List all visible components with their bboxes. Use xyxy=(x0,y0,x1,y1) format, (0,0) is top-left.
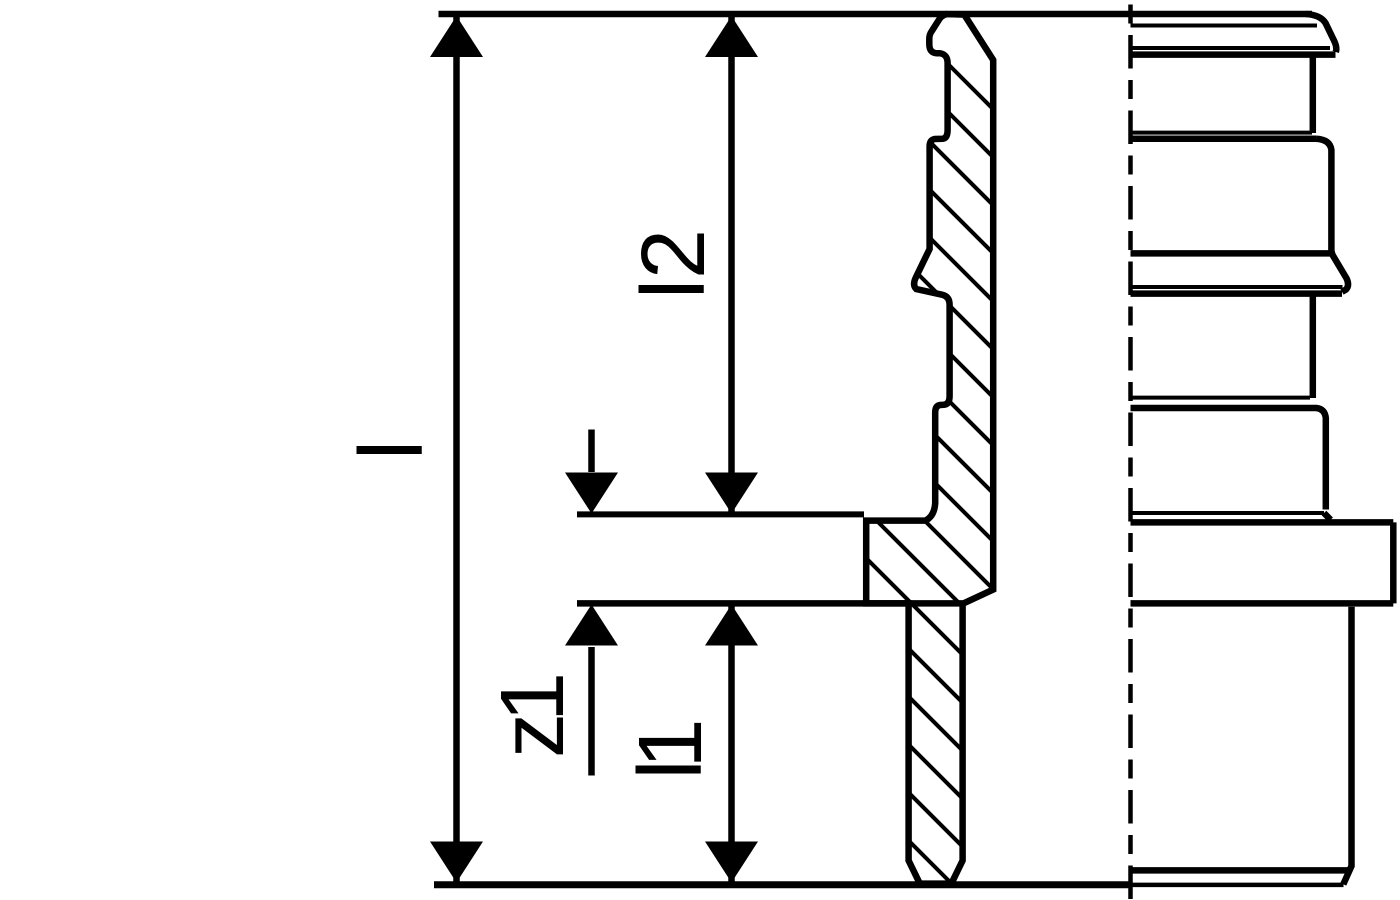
hatch-line xyxy=(866,684,994,848)
arrowhead-up-icon xyxy=(705,16,758,57)
arrowhead-up-icon xyxy=(705,604,758,646)
outside-view xyxy=(1130,10,1397,886)
section-outline xyxy=(862,10,997,887)
band2-barb-silhouette xyxy=(1315,135,1352,295)
collar-chamfer-silhouette xyxy=(1321,510,1333,523)
hatch-line xyxy=(866,396,994,560)
flare-silhouette xyxy=(1305,10,1340,54)
arrowhead-down-icon xyxy=(430,841,483,883)
arrowhead-down-icon xyxy=(565,472,618,514)
dimension-l1: l1 xyxy=(621,604,758,883)
dimension-l: l xyxy=(342,16,483,883)
arrowhead-down-icon xyxy=(705,472,758,514)
hatch-line xyxy=(866,300,994,464)
arrowhead-down-icon xyxy=(705,841,758,883)
hatch-line xyxy=(866,444,994,608)
dimension-l2: l2 xyxy=(624,16,758,514)
hatch-line xyxy=(866,540,994,704)
label-l2: l2 xyxy=(624,229,724,299)
band3-silhouette xyxy=(1315,404,1330,510)
hatch-line xyxy=(944,60,994,128)
hatch-line xyxy=(866,348,994,512)
label-z1: z1 xyxy=(483,676,583,758)
arrowhead-up-icon xyxy=(565,604,618,646)
hatch-line xyxy=(866,732,994,884)
hatch-line xyxy=(866,636,994,800)
hatch-line xyxy=(866,588,994,752)
hatch-line xyxy=(866,252,994,416)
dimension-z1: z1 xyxy=(483,429,618,776)
lower-end-silhouette xyxy=(1340,606,1355,886)
arrowhead-up-icon xyxy=(430,16,483,57)
label-l: l xyxy=(342,440,442,460)
label-l1: l1 xyxy=(621,723,721,780)
extension-lines xyxy=(434,10,1344,889)
